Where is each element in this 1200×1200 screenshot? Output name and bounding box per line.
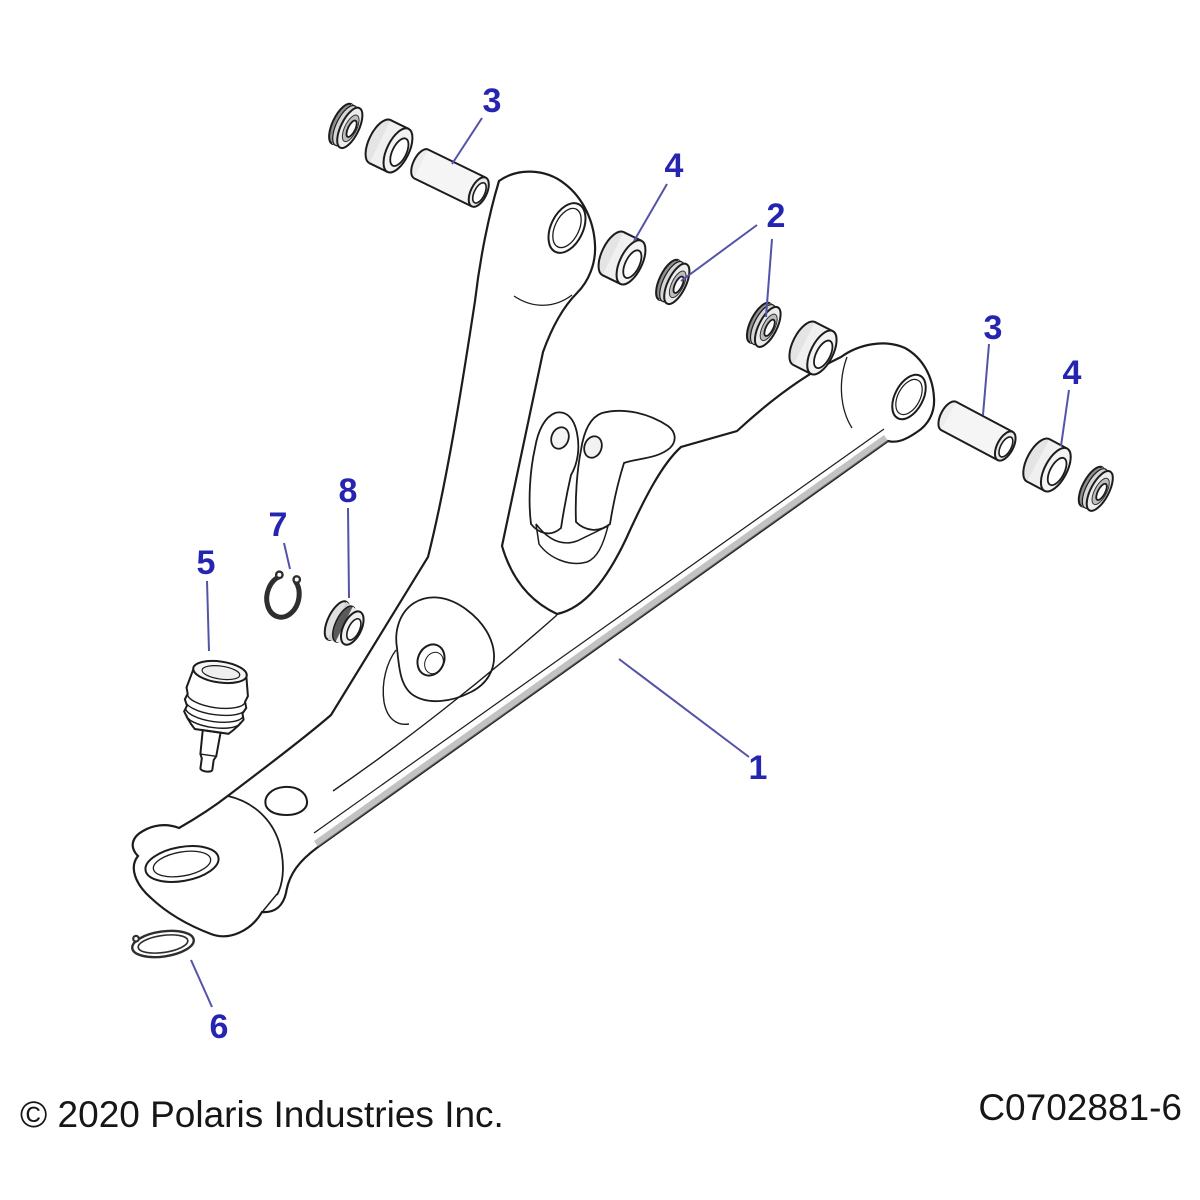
- callout-8: 8: [339, 472, 358, 510]
- leader-4b: [1060, 389, 1070, 447]
- drawing-number: C0702881-6: [978, 1087, 1182, 1128]
- callout-6: 6: [210, 1008, 229, 1046]
- lower-control-arm-illustration: [131, 170, 936, 938]
- leader-8: [347, 507, 350, 599]
- snap-ring-upper: [264, 570, 302, 620]
- sleeve-front: [406, 145, 494, 211]
- callout-7: 7: [269, 506, 288, 544]
- seal-washer-rear-inner: [1072, 462, 1120, 516]
- seal-washer-front-outer: [322, 99, 369, 153]
- snap-ring-lower: [126, 929, 195, 959]
- leader-6: [190, 959, 213, 1008]
- callout-1: 1: [749, 749, 768, 787]
- copyright-notice: © 2020 Polaris Industries Inc.: [20, 1094, 504, 1135]
- kidney-slot: [264, 785, 309, 817]
- leader-3a: [451, 117, 483, 165]
- seal-washer-rear-outer: [740, 298, 787, 352]
- leader-3b: [982, 343, 990, 416]
- ball-joint-housing: [144, 795, 284, 912]
- callout-3-top: 3: [483, 82, 502, 120]
- grommet-bushing: [323, 600, 365, 646]
- callout-3-right: 3: [984, 309, 1003, 347]
- leader-2a: [680, 224, 758, 282]
- bushing-front-inner: [591, 226, 653, 290]
- shock-mount-bracket: [528, 409, 676, 565]
- ball-joint: [183, 659, 249, 773]
- bushing-front-outer: [358, 114, 420, 178]
- callout-4-right: 4: [1063, 354, 1082, 392]
- callout-5: 5: [197, 544, 216, 582]
- leader-5: [206, 580, 210, 652]
- callout-numbers: 1 2 3 3 4 4 5 6 7 8: [197, 82, 1082, 1046]
- leader-2b: [765, 238, 773, 318]
- gusset-plate: [382, 596, 495, 725]
- leader-4a: [633, 183, 668, 242]
- leader-lines: [190, 117, 1070, 1008]
- leader-7: [283, 542, 291, 570]
- front-tube-opening: [547, 202, 587, 254]
- bushing-rear-inner: [1016, 432, 1078, 498]
- callout-4-left: 4: [665, 147, 684, 185]
- leader-1: [618, 658, 750, 758]
- sleeve-rear: [933, 397, 1021, 465]
- rear-tube-opening: [891, 373, 927, 421]
- bushing-rear-outer: [782, 316, 844, 380]
- callout-2: 2: [767, 197, 786, 235]
- seal-washer-front-inner: [649, 255, 696, 309]
